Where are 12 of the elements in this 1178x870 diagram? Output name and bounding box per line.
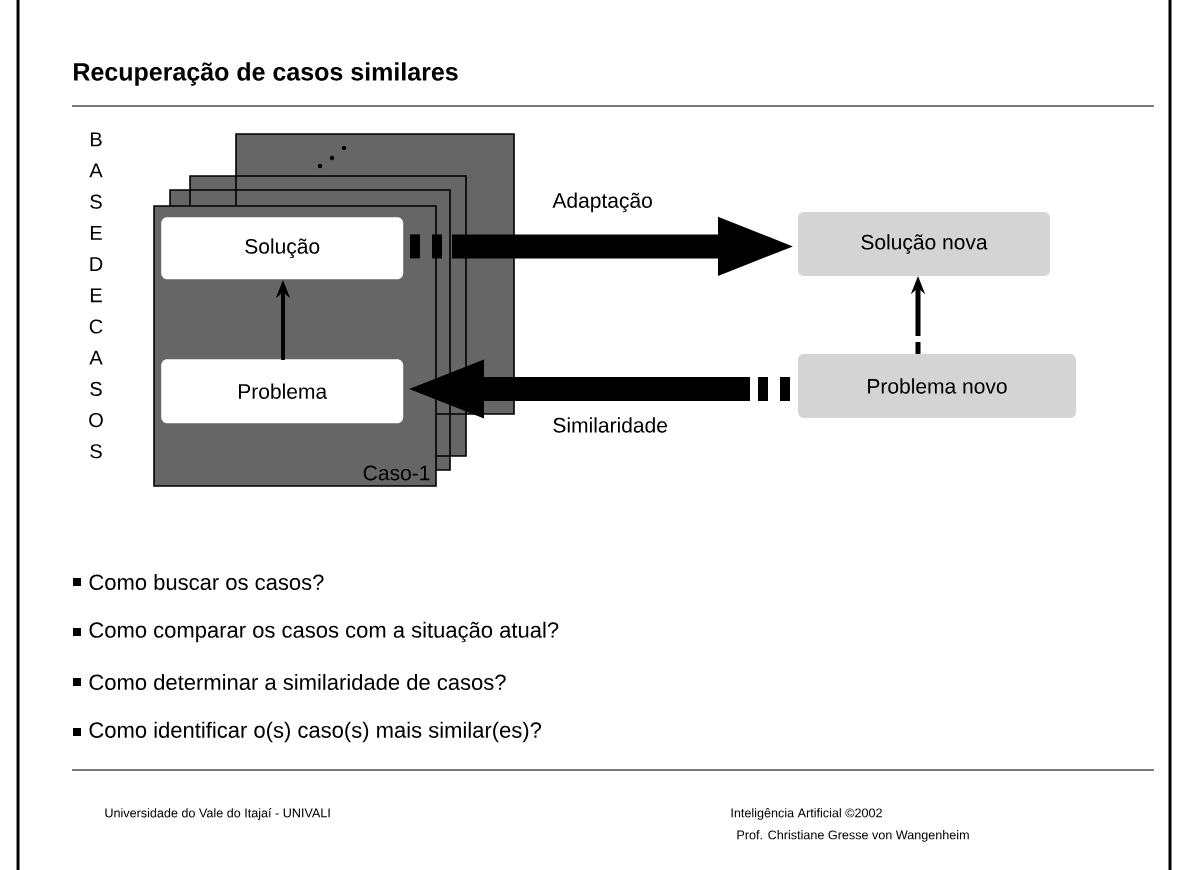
new-case-box: Problema novo xyxy=(798,354,1076,418)
bullet-text: Como buscar os casos? xyxy=(89,573,324,591)
new-case-box: Solução nova xyxy=(798,212,1050,276)
slide-title: Recuperação de casos similares xyxy=(74,62,458,86)
bullet-text: Como identificar o(s) caso(s) mais similar(es)? xyxy=(89,721,542,743)
edge-label: Similaridade xyxy=(553,417,667,433)
bullet-text: Como determinar a similaridade de casos? xyxy=(89,673,506,691)
case-box: Problema xyxy=(161,359,404,424)
vertical-label: B A S E D E C A S O S xyxy=(89,132,103,459)
edge-label: Adaptação xyxy=(552,192,652,213)
bullet-text: Como comparar os casos com a situação atual? xyxy=(89,621,559,643)
case-box: Solução xyxy=(161,217,404,280)
